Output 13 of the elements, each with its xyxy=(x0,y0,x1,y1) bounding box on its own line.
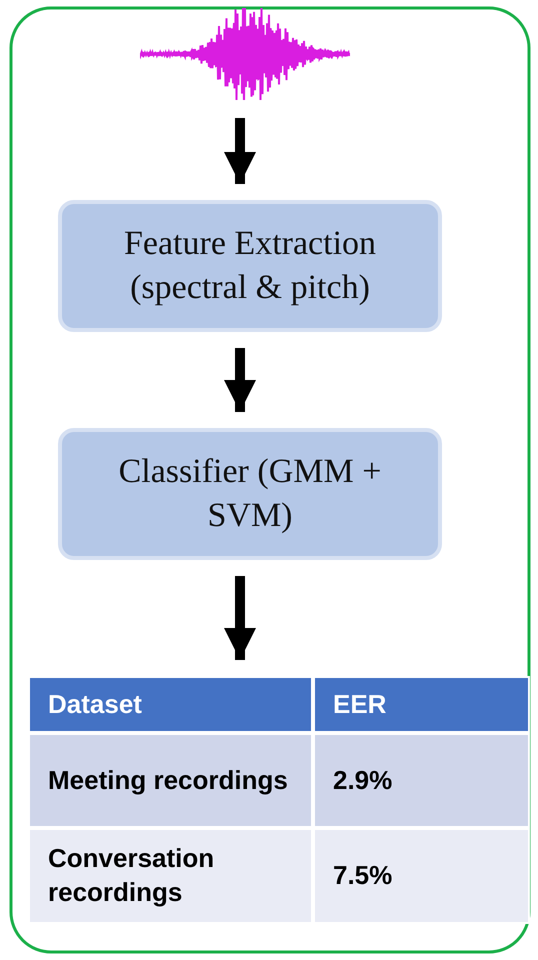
waveform-drawing xyxy=(140,8,350,100)
table-cell: 7.5% xyxy=(313,828,530,924)
arrow xyxy=(224,576,256,660)
process-box: Classifier (GMM + SVM) xyxy=(58,428,442,560)
table-cell: 2.9% xyxy=(313,733,530,828)
column-header: EER xyxy=(313,676,530,733)
arrow xyxy=(224,348,256,412)
process-box: Feature Extraction (spectral & pitch) xyxy=(58,200,442,332)
row-header: Conversation recordings xyxy=(28,828,313,924)
row-header: Meeting recordings xyxy=(28,733,313,828)
arrow xyxy=(224,118,256,184)
column-header: Dataset xyxy=(28,676,313,733)
results-table xyxy=(28,676,530,924)
